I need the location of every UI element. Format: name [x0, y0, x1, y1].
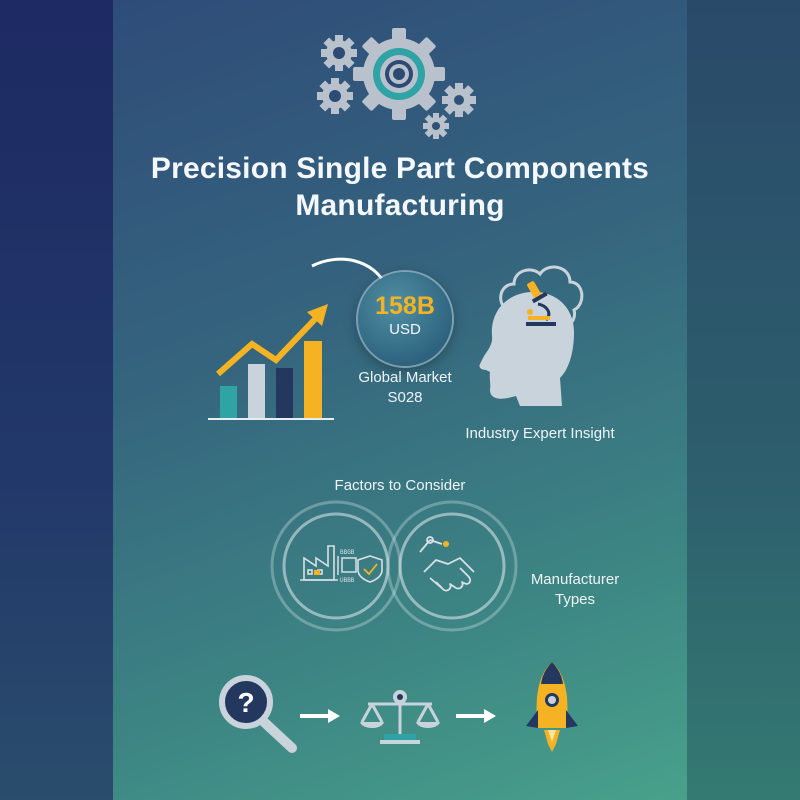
title-line-1: Precision Single Part Components: [150, 152, 650, 185]
infographic-panel: [113, 0, 687, 800]
market-unit: USD: [389, 321, 421, 338]
left-background: [0, 0, 113, 800]
market-size-badge: 158B USD: [358, 272, 452, 366]
right-background: [687, 0, 800, 800]
chip-pin-label-top: BBGB: [340, 549, 355, 556]
page-title: Precision Single Part Components Manufac…: [113, 150, 687, 224]
chip-pin-label-bottom: UBBB: [340, 577, 355, 584]
market-label: Global Market S028: [340, 368, 470, 408]
manufacturer-types-line-1: Manufacturer: [530, 571, 620, 588]
factors-label: Factors to Consider: [334, 477, 466, 494]
manufacturer-types-line-2: Types: [554, 591, 596, 608]
manufacturer-types-label: Manufacturer Types: [510, 570, 640, 610]
market-value: 158B: [375, 292, 435, 320]
market-label-line-1: Global Market: [358, 369, 452, 386]
insight-label: Industry Expert Insight: [465, 425, 615, 442]
market-label-line-2: S028: [387, 389, 423, 406]
title-line-2: Manufacturing: [295, 189, 505, 222]
svg-text:?: ?: [237, 687, 254, 718]
